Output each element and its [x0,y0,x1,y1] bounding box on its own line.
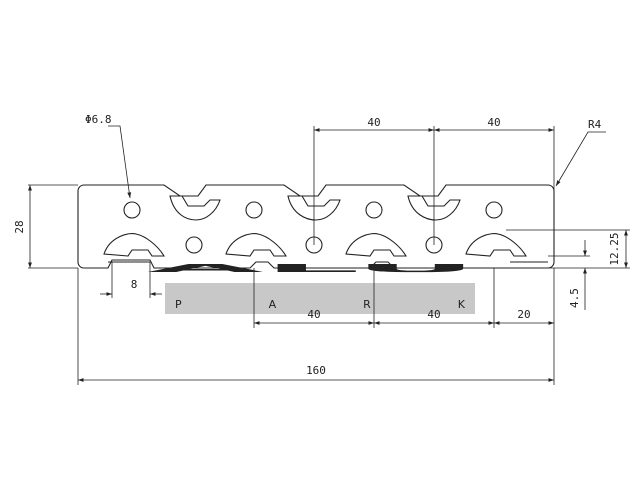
bottom-slot-1 [103,232,165,257]
label-bottom-pitch-2: 40 [427,308,440,321]
hole-bottom-1 [185,236,203,254]
bottom-slot-2 [225,232,287,257]
label-slot-height: 12.25 [608,232,621,265]
label-end-offset: 20 [517,308,530,321]
label-radius: R4 [588,118,602,131]
profile-outline [77,184,555,269]
label-slot-width: 8 [131,278,138,291]
label-top-pitch-1: 40 [367,116,380,129]
hole-top-2 [245,201,263,219]
bottom-slot-3 [345,232,407,257]
leader-radius [555,131,606,187]
label-height: 28 [13,220,26,233]
watermark: ALU P A R K [147,262,477,314]
label-hole-diameter: Φ6.8 [85,113,112,126]
top-slot-1 [169,195,221,221]
label-bottom-pitch-1: 40 [307,308,320,321]
label-total-width: 160 [306,364,326,377]
hole-top-3 [365,201,383,219]
hole-top-4 [485,201,503,219]
watermark-band [165,283,475,314]
top-slot-2 [287,195,341,221]
label-slot-depth: 4.5 [568,288,581,308]
bottom-slot-4 [465,232,527,257]
dimension-lines [28,125,628,382]
label-top-pitch-2: 40 [487,116,500,129]
hole-top-1 [123,201,141,219]
extension-lines [28,126,630,385]
top-slot-3 [407,195,461,221]
dimension-labels: Φ6.8 R4 28 40 40 8 40 40 20 160 12.25 4.… [13,113,621,377]
leader-hole [108,125,132,199]
